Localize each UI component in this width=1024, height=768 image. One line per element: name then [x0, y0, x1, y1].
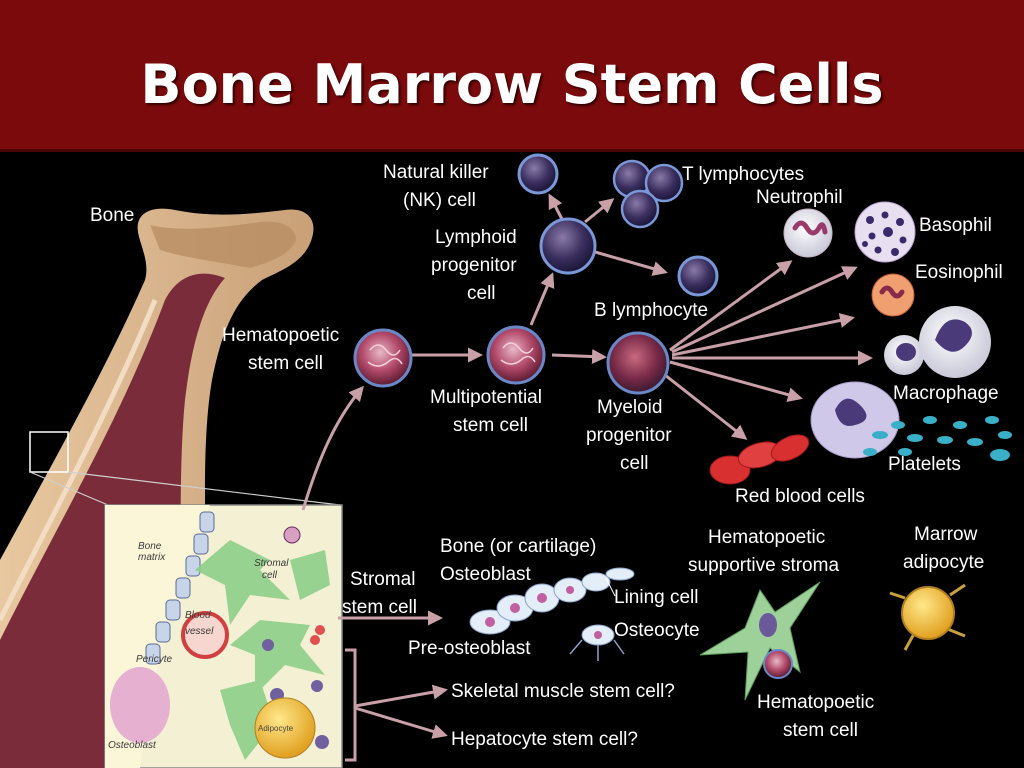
- label-hematopoetic-stem-cell: Hematopoetic stem cell: [222, 325, 345, 374]
- inset-label-adipocyte: Adipocyte: [258, 724, 294, 733]
- label-eosinophil: Eosinophil: [915, 262, 1003, 283]
- label-multipotential-stem-cell: Multipotential stem cell: [430, 387, 547, 436]
- label-lymphoid-progenitor: Lymphoid progenitor cell: [431, 227, 522, 304]
- supportive-stroma-cell: [699, 581, 821, 701]
- eosinophil-cell: [871, 273, 915, 317]
- lymphoid-progenitor-cell: [539, 217, 597, 275]
- nk-cell: [517, 153, 559, 195]
- label-supportive-stroma: Hematopoetic supportive stroma: [688, 527, 839, 576]
- label-bone: Bone: [90, 205, 134, 226]
- label-hematopoetic-stem-cell-2: Hematopoetic stem cell: [757, 692, 880, 741]
- myeloid-progenitor-cell: [606, 331, 670, 395]
- label-marrow-adipocyte: Marrow adipocyte: [903, 524, 984, 573]
- label-t-lymphocytes: T lymphocytes: [682, 164, 804, 185]
- macrophage-cell: [810, 381, 900, 459]
- label-nk-cell: Natural killer (NK) cell: [383, 162, 494, 211]
- label-macrophage: Macrophage: [893, 383, 999, 404]
- inset-label-osteoblast: Osteoblast: [108, 740, 157, 751]
- inset-label-bone-matrix: Bone matrix: [138, 541, 166, 563]
- inset-label-stromal-cell: Stromal cell: [254, 558, 291, 581]
- basophil-cell: [854, 201, 916, 263]
- neutrophil-cell: [783, 208, 833, 258]
- marrow-adipocyte-cell: [889, 583, 966, 651]
- b-lymphocyte: [677, 255, 719, 297]
- label-neutrophil: Neutrophil: [756, 187, 843, 208]
- stem-cell-diagram: Bone: [0, 153, 1012, 768]
- label-platelets: Platelets: [888, 454, 961, 475]
- monocyte-cells: [884, 306, 991, 378]
- label-pre-osteoblast: Pre-osteoblast: [408, 638, 531, 659]
- label-basophil: Basophil: [919, 215, 992, 236]
- inset-label-blood-vessel: Blood vessel: [185, 610, 214, 637]
- label-hepatocyte-stem-cell: Hepatocyte stem cell?: [451, 729, 638, 750]
- hematopoetic-stem-cell-small: [763, 649, 793, 679]
- title-bar: Bone Marrow Stem Cells: [0, 0, 1024, 152]
- inset-label-pericyte: Pericyte: [136, 654, 173, 665]
- label-skeletal-muscle-stem-cell: Skeletal muscle stem cell?: [451, 681, 675, 702]
- label-lining-cell: Lining cell: [614, 587, 699, 608]
- label-red-blood-cells: Red blood cells: [735, 486, 865, 507]
- hematopoietic-stem-cell: [353, 328, 413, 388]
- label-stromal-stem-cell: Stromal stem cell: [342, 569, 421, 618]
- slide-title: Bone Marrow Stem Cells: [140, 53, 884, 116]
- lineage-arrows: [301, 193, 873, 762]
- label-myeloid-progenitor: Myeloid progenitor cell: [586, 397, 677, 474]
- multipotential-stem-cell: [486, 325, 546, 385]
- t-lymphocytes: [612, 159, 684, 229]
- label-bone-cartilage: Bone (or cartilage): [440, 536, 596, 557]
- marrow-inset: Bone matrix Stromal cell Blood vessel Pe…: [104, 504, 343, 768]
- label-osteocyte: Osteocyte: [614, 620, 700, 641]
- platelets: [863, 416, 1012, 461]
- red-blood-cells: [709, 434, 810, 485]
- osteoblast-lineage: [469, 567, 635, 661]
- label-osteoblast: Osteoblast: [440, 564, 532, 585]
- label-b-lymphocyte: B lymphocyte: [594, 300, 708, 321]
